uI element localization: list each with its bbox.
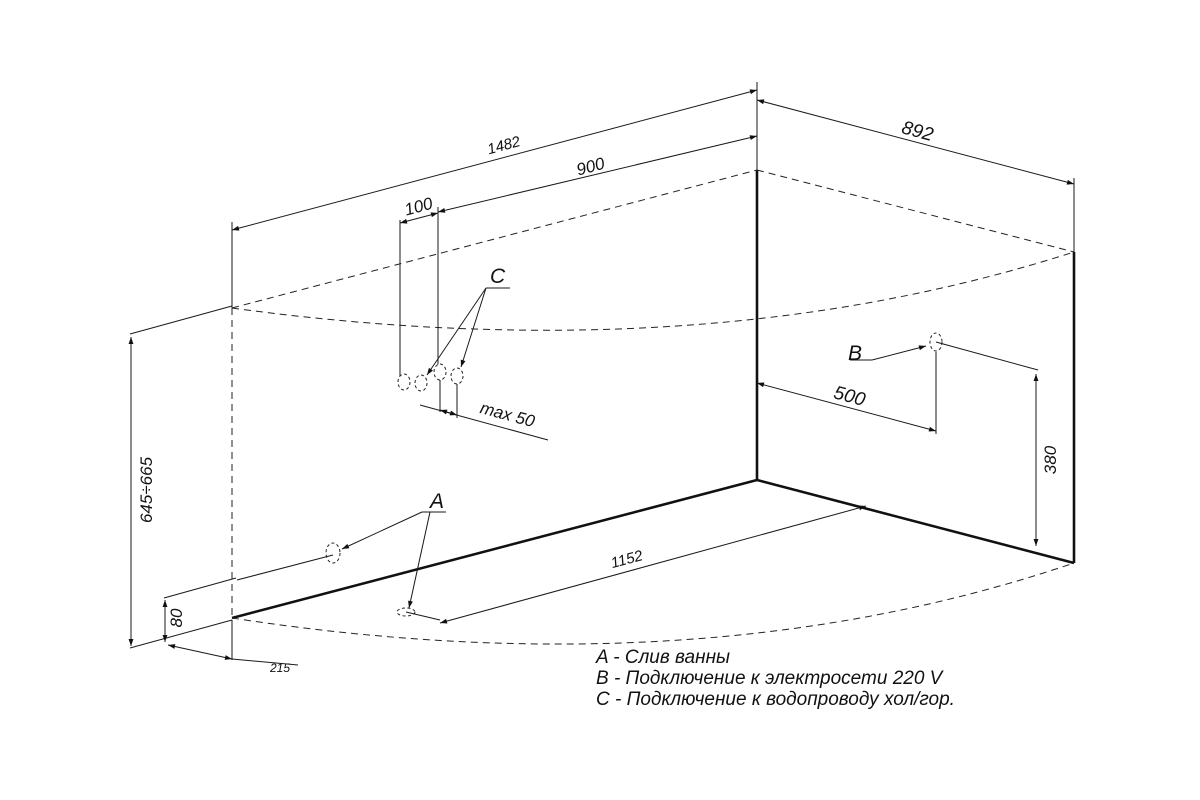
dimension-height: 645÷665 xyxy=(128,305,233,649)
dimension-supply-spacing: 100 xyxy=(399,194,439,378)
dimension-label-645-665: 645÷665 xyxy=(137,456,156,523)
dimension-drain-offset: 215 xyxy=(167,620,299,675)
callout-label-c: C xyxy=(490,265,506,288)
dimension-front-length: 1152 xyxy=(405,505,867,624)
wall-edges xyxy=(231,170,1076,620)
dimension-socket-height: 380 xyxy=(1033,374,1060,546)
callout-c: C xyxy=(426,265,510,376)
dimension-socket-offset: 500 xyxy=(756,382,937,432)
legend: A - Слив ванны B - Подключение к электро… xyxy=(596,647,955,710)
tub-hidden-outline xyxy=(231,169,1075,645)
legend-item-electrical: B - Подключение к электросети 220 V xyxy=(596,668,943,689)
dimension-label-892: 892 xyxy=(899,117,935,146)
electrical-connection xyxy=(929,332,1039,434)
legend-item-drain: A - Слив ванны xyxy=(596,647,731,668)
supply-hole-3 xyxy=(433,363,447,381)
dimension-right-width: 892 xyxy=(756,99,1075,252)
dimension-label-380: 380 xyxy=(1041,445,1060,474)
dimension-label-100: 100 xyxy=(402,194,435,220)
supply-hole-4 xyxy=(450,367,464,385)
dimension-label-80: 80 xyxy=(167,608,186,627)
dimension-label-500: 500 xyxy=(831,382,867,411)
supply-connections xyxy=(397,363,464,392)
callout-label-a: A xyxy=(428,490,444,513)
legend-item-water-supply: C - Подключение к водопроводу хол/гор. xyxy=(596,689,955,710)
dimension-label-215: 215 xyxy=(269,661,290,675)
callout-label-b: B xyxy=(848,342,862,365)
callout-b: B xyxy=(848,342,927,365)
dimension-supply-offset: 900 xyxy=(437,135,758,213)
callout-a: A xyxy=(341,490,446,609)
dimension-supply-max: max 50 xyxy=(419,380,549,441)
drain-connections xyxy=(236,542,416,617)
dimension-label-max-50: max 50 xyxy=(478,398,537,431)
supply-hole-2 xyxy=(414,374,428,392)
dimension-foot-height: 80 xyxy=(162,577,237,642)
dimension-label-900: 900 xyxy=(574,154,607,180)
drain-hole-side xyxy=(325,542,341,564)
supply-hole-1 xyxy=(397,373,411,391)
